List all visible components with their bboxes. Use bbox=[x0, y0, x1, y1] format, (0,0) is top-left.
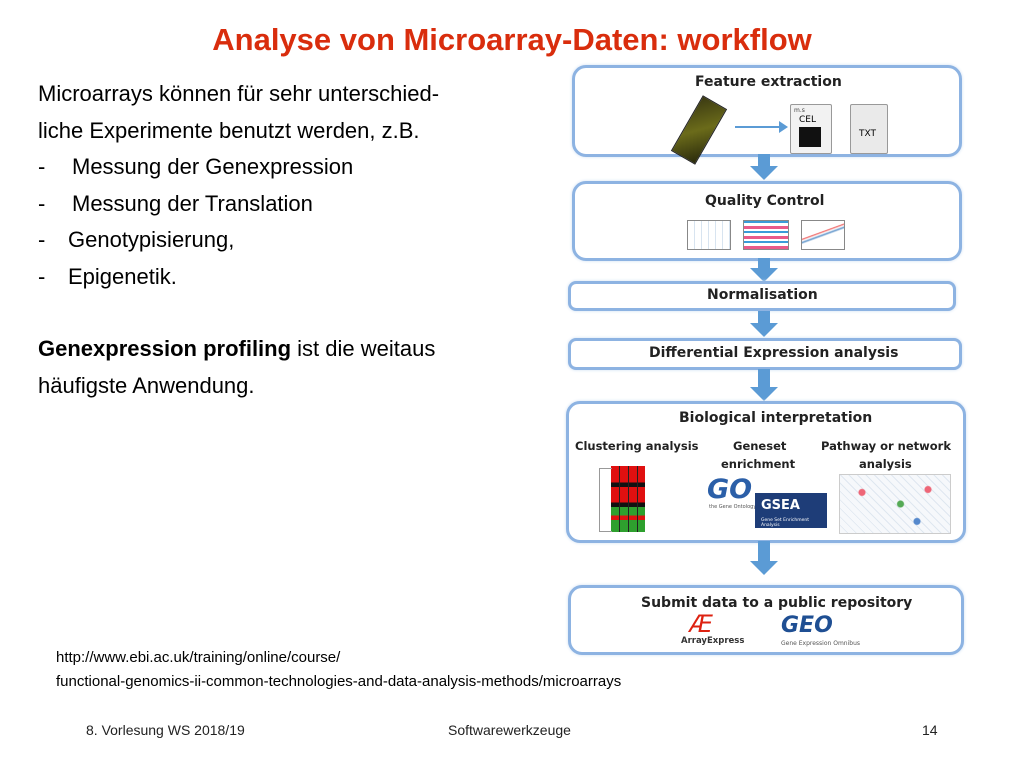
quality-control-box: Quality Control bbox=[572, 181, 962, 261]
pathway-network-image bbox=[839, 474, 951, 534]
list-item: -Epigenetik. bbox=[38, 259, 558, 296]
cel-file-label: CEL bbox=[799, 115, 816, 125]
arrow-right-icon bbox=[735, 126, 781, 128]
geneset-label-2: enrichment bbox=[721, 457, 796, 471]
slide-title: Analyse von Microarray-Daten: workflow bbox=[212, 22, 812, 57]
txt-file-label: TXT bbox=[859, 129, 877, 139]
txt-file-icon: TXT bbox=[850, 104, 888, 154]
clustering-label: Clustering analysis bbox=[575, 439, 699, 453]
list-item-text: Epigenetik. bbox=[68, 263, 177, 289]
biological-interpretation-label: Biological interpretation bbox=[679, 410, 873, 426]
footer-left: 8. Vorlesung WS 2018/19 bbox=[86, 722, 245, 738]
qc-boxplot-image bbox=[743, 220, 789, 250]
submit-label: Submit data to a public repository bbox=[641, 595, 913, 611]
biological-interpretation-box: Biological interpretation Clustering ana… bbox=[566, 401, 966, 543]
microarray-chip-image bbox=[670, 95, 728, 165]
geo-logo-text: GEO bbox=[781, 613, 833, 638]
submit-box: Submit data to a public repository Æ Arr… bbox=[568, 585, 964, 655]
go-tagline: the Gene Ontology bbox=[709, 504, 757, 510]
quality-control-label: Quality Control bbox=[705, 193, 825, 209]
go-logo: GO bbox=[707, 474, 753, 505]
arrayexpress-logo: Æ ArrayExpress bbox=[681, 610, 751, 648]
geneset-label-1: Geneset bbox=[733, 439, 787, 453]
list-item-text: Genotypisierung, bbox=[68, 227, 235, 252]
list-item: -Messung der Translation bbox=[38, 186, 558, 223]
reference-url-line-1[interactable]: http://www.ebi.ac.uk/training/online/cou… bbox=[56, 649, 341, 666]
geo-tagline: Gene Expression Omnibus bbox=[781, 640, 860, 647]
clustering-heatmap-image bbox=[611, 466, 645, 532]
differential-expression-box: Differential Expression analysis bbox=[568, 338, 962, 370]
normalisation-box: Normalisation bbox=[568, 281, 956, 311]
list-dash: - bbox=[38, 154, 46, 179]
gsea-logo: GSEA Gene Set Enrichment Analysis bbox=[755, 488, 827, 528]
qc-plot-image bbox=[687, 220, 731, 250]
feature-extraction-label: Feature extraction bbox=[695, 74, 842, 90]
pathway-label-2: analysis bbox=[859, 457, 912, 471]
page-number: 14 bbox=[922, 722, 938, 738]
intro-line-2: liche Experimente benutzt werden, z.B. bbox=[38, 117, 420, 143]
list-dash: - bbox=[38, 227, 46, 252]
list-item: -Genotypisierung, bbox=[38, 222, 558, 259]
list-dash: - bbox=[38, 190, 46, 216]
gsea-tagline: Gene Set Enrichment Analysis bbox=[761, 518, 810, 528]
references: http://www.ebi.ac.uk/training/online/cou… bbox=[56, 646, 621, 694]
differential-expression-label: Differential Expression analysis bbox=[649, 345, 899, 361]
summary-line-2: häufigste Anwendung. bbox=[38, 372, 255, 398]
cel-file-icon: m.s CEL bbox=[790, 104, 832, 154]
normalisation-label: Normalisation bbox=[707, 287, 818, 303]
workflow-diagram: Feature extraction m.s CEL TXT Quality C… bbox=[560, 55, 970, 655]
summary-rest: ist die weitaus bbox=[291, 336, 436, 361]
summary-line-1: Genexpression profiling ist die weitaus bbox=[38, 331, 558, 368]
dendrogram-image bbox=[599, 468, 612, 532]
list-item: - Messung der Genexpression bbox=[38, 149, 558, 186]
slide-body: Microarrays können für sehr unterschied-… bbox=[38, 76, 558, 404]
pathway-label-1: Pathway or network bbox=[821, 439, 951, 453]
geo-logo: GEO Gene Expression Omnibus bbox=[779, 613, 879, 650]
reference-url-line-2[interactable]: functional-genomics-ii-common-technologi… bbox=[56, 673, 622, 690]
cel-file-small-text: m.s bbox=[794, 107, 805, 114]
feature-extraction-box: Feature extraction m.s CEL TXT bbox=[572, 65, 962, 165]
qc-density-image bbox=[801, 220, 845, 250]
footer-center: Softwarewerkzeuge bbox=[448, 722, 571, 738]
intro-line-1: Microarrays können für sehr unterschied- bbox=[38, 81, 440, 106]
list-item-text: Messung der Translation bbox=[72, 190, 313, 216]
arrow-right-head-icon bbox=[779, 121, 788, 133]
summary-bold: Genexpression profiling bbox=[38, 336, 292, 361]
list-dash: - bbox=[38, 263, 46, 289]
arrayexpress-a-icon: Æ bbox=[689, 610, 713, 638]
cel-image-icon bbox=[799, 127, 821, 147]
arrayexpress-logo-text: ArrayExpress bbox=[681, 636, 745, 646]
list-item-text: Messung der Genexpression bbox=[72, 154, 354, 179]
gsea-logo-text: GSEA bbox=[761, 498, 800, 513]
